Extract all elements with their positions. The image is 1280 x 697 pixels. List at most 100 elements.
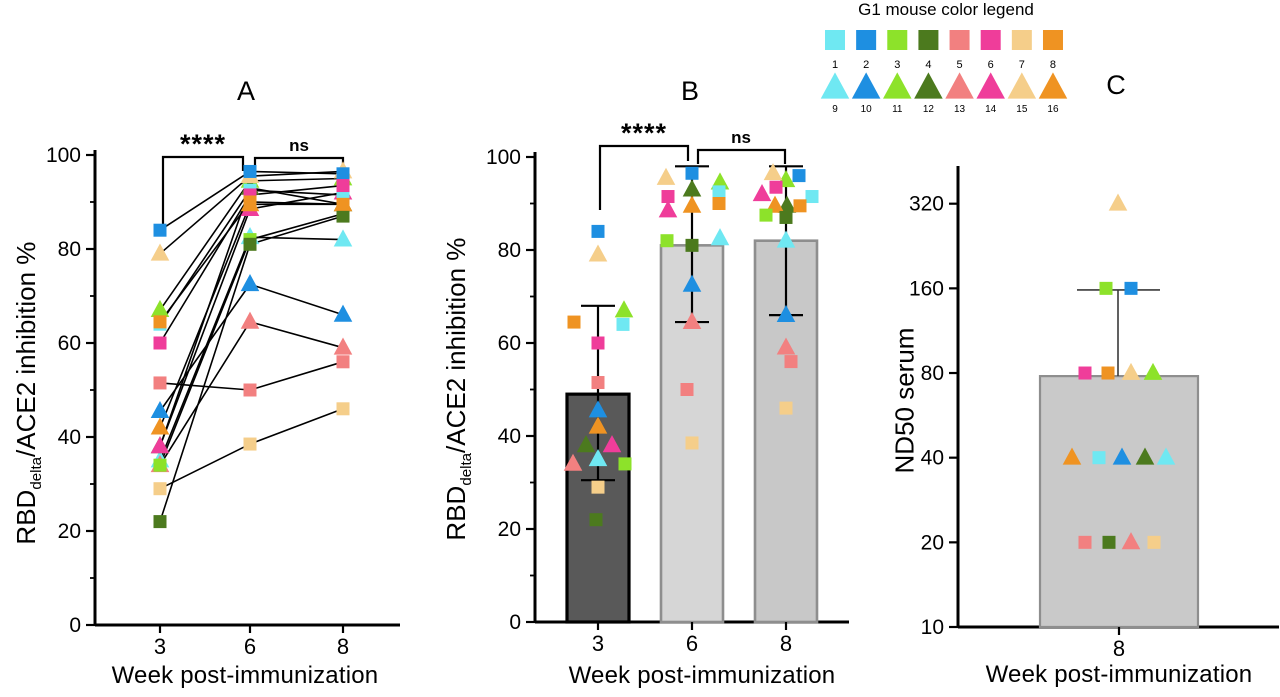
panel-b-point-mouse-2-week-6 — [685, 166, 699, 180]
legend-triangle-mouse-16 — [1038, 72, 1068, 99]
panel-b-point-mouse-6-week-3 — [591, 336, 605, 350]
panel-a-point-mouse-5-week-8 — [336, 355, 350, 369]
panel-b-point-mouse-4-week-3 — [589, 513, 603, 527]
panel-a-point-mouse-15-week-3 — [150, 243, 170, 261]
panel-b-point-mouse-8-week-3 — [567, 315, 581, 329]
tick-label: 20 — [58, 520, 81, 543]
panel-a-point-mouse-4-week-8 — [336, 209, 350, 223]
tick-label: 3 — [154, 634, 166, 659]
panel-c-point-2 — [1099, 281, 1113, 295]
panel-c-point-13 — [1078, 535, 1092, 549]
panel-b-point-mouse-10-week-6 — [682, 274, 702, 292]
tick-label: 13 — [954, 104, 966, 115]
panel-a-point-mouse-8-week-8 — [336, 197, 350, 211]
panel-b-point-mouse-1-week-3 — [616, 317, 630, 331]
tick-label: 3 — [592, 631, 604, 656]
tick-label: **** — [621, 118, 667, 148]
panel-c-point-16 — [1147, 535, 1161, 549]
panel-a-point-mouse-2-week-3 — [153, 223, 167, 237]
legend-square-mouse-6 — [980, 30, 1001, 50]
tick-label: 11 — [892, 104, 903, 115]
legend-square-mouse-4 — [918, 30, 939, 50]
tick-label: 2 — [863, 59, 869, 71]
tick-label: 20 — [921, 531, 944, 554]
panel-b-ylabel-subscript: delta — [458, 452, 476, 486]
tick-label: 12 — [923, 104, 935, 115]
tick-label: 40 — [498, 425, 521, 448]
panel-a-point-mouse-14-week-3 — [150, 436, 170, 454]
panel-b-point-mouse-5-week-8 — [784, 355, 798, 369]
panel-a-point-mouse-13-week-6 — [240, 311, 260, 329]
panel-b-point-mouse-16-week-8 — [765, 195, 785, 213]
panel-b-point-mouse-14-week-3 — [602, 435, 622, 453]
panel-b-y-axis-title: RBDdelta/ACE2 inhibition % — [441, 159, 475, 619]
panel-b-point-mouse-12-week-6 — [682, 179, 702, 197]
panel-b-point-mouse-8-week-8 — [793, 199, 807, 213]
panel-b-point-mouse-16-week-3 — [588, 416, 608, 434]
panel-b-point-mouse-15-week-8 — [763, 163, 783, 181]
panel-b-point-mouse-13-week-8 — [776, 337, 796, 355]
tick-label: 0 — [69, 614, 81, 637]
panel-a-point-mouse-7-week-8 — [336, 402, 350, 416]
tick-label: 40 — [58, 426, 81, 449]
panel-b-point-mouse-3-week-8 — [759, 208, 773, 222]
panel-a-point-mouse-6-week-8 — [336, 179, 350, 193]
panel-c-point-1 — [1108, 193, 1128, 211]
panel-a-point-mouse-13-week-8 — [333, 337, 353, 355]
panel-c-point-5 — [1101, 366, 1115, 380]
panel-a-point-mouse-10-week-8 — [333, 304, 353, 322]
panel-b-point-mouse-5-week-6 — [680, 383, 694, 396]
panel-a-point-mouse-5-week-6 — [243, 383, 257, 397]
legend-square-mouse-2 — [856, 30, 877, 50]
panel-b-point-mouse-8-week-6 — [712, 197, 726, 210]
panel-b-point-mouse-13-week-3 — [563, 453, 583, 471]
panel-a-point-mouse-2-week-6 — [243, 164, 257, 178]
panel-b-point-mouse-4-week-8 — [779, 210, 793, 224]
panel-b-point-mouse-2-week-8 — [792, 169, 806, 183]
tick-label: 8 — [1050, 59, 1056, 71]
panel-b-point-mouse-9-week-3 — [588, 449, 608, 467]
tick-label: 8 — [1113, 636, 1125, 661]
panel-c-point-6 — [1121, 362, 1141, 380]
legend-square-mouse-3 — [887, 30, 908, 50]
panel-c-point-14 — [1102, 535, 1116, 549]
panel-c-bar-week-8 — [1038, 375, 1200, 629]
panel-a-point-mouse-16-week-3 — [150, 417, 170, 435]
tick-label: 60 — [498, 332, 521, 355]
panel-b-point-mouse-14-week-8 — [752, 184, 772, 202]
panel-b-point-mouse-14-week-6 — [658, 200, 678, 218]
tick-label: 6 — [988, 59, 994, 71]
panel-b-label: B — [680, 76, 699, 106]
tick-label: 1 — [832, 59, 838, 71]
legend-triangle-mouse-15 — [1007, 72, 1037, 99]
panel-b-point-mouse-7-week-3 — [591, 480, 605, 494]
tick-label: 10 — [921, 616, 944, 639]
panel-a-y-axis-title: RBDdelta/ACE2 inhibition % — [11, 163, 45, 623]
panel-b-point-mouse-11-week-6 — [710, 172, 730, 190]
panel-a-label: A — [236, 76, 255, 106]
panel-a-ylabel-prefix: RBD — [10, 489, 41, 545]
tick-label: 320 — [909, 193, 944, 216]
panel-a-point-mouse-8-week-6 — [243, 195, 257, 209]
panel-a-point-mouse-2-week-8 — [336, 167, 350, 181]
panel-b-point-mouse-15-week-3 — [588, 244, 608, 262]
tick-label: 9 — [832, 104, 838, 115]
panel-b-point-mouse-12-week-3 — [576, 435, 596, 453]
tick-label: 7 — [1019, 59, 1025, 71]
legend-square-mouse-7 — [1011, 30, 1032, 50]
panel-b-point-mouse-7-week-8 — [779, 401, 793, 415]
tick-label: 8 — [337, 634, 349, 659]
panel-b-point-mouse-15-week-6 — [656, 167, 676, 185]
panel-c-point-10 — [1112, 447, 1132, 465]
panel-b-point-mouse-6-week-8 — [769, 180, 783, 194]
panel-a-point-mouse-4-week-3 — [153, 515, 167, 529]
tick-label: 6 — [686, 631, 698, 656]
panel-a-point-mouse-10-week-3 — [150, 400, 170, 419]
tick-label: 3 — [894, 59, 900, 71]
panel-c-point-11 — [1135, 447, 1155, 465]
panel-a-point-mouse-10-week-6 — [240, 274, 260, 292]
panel-c-x-axis-title: Week post-immunization — [985, 661, 1253, 688]
